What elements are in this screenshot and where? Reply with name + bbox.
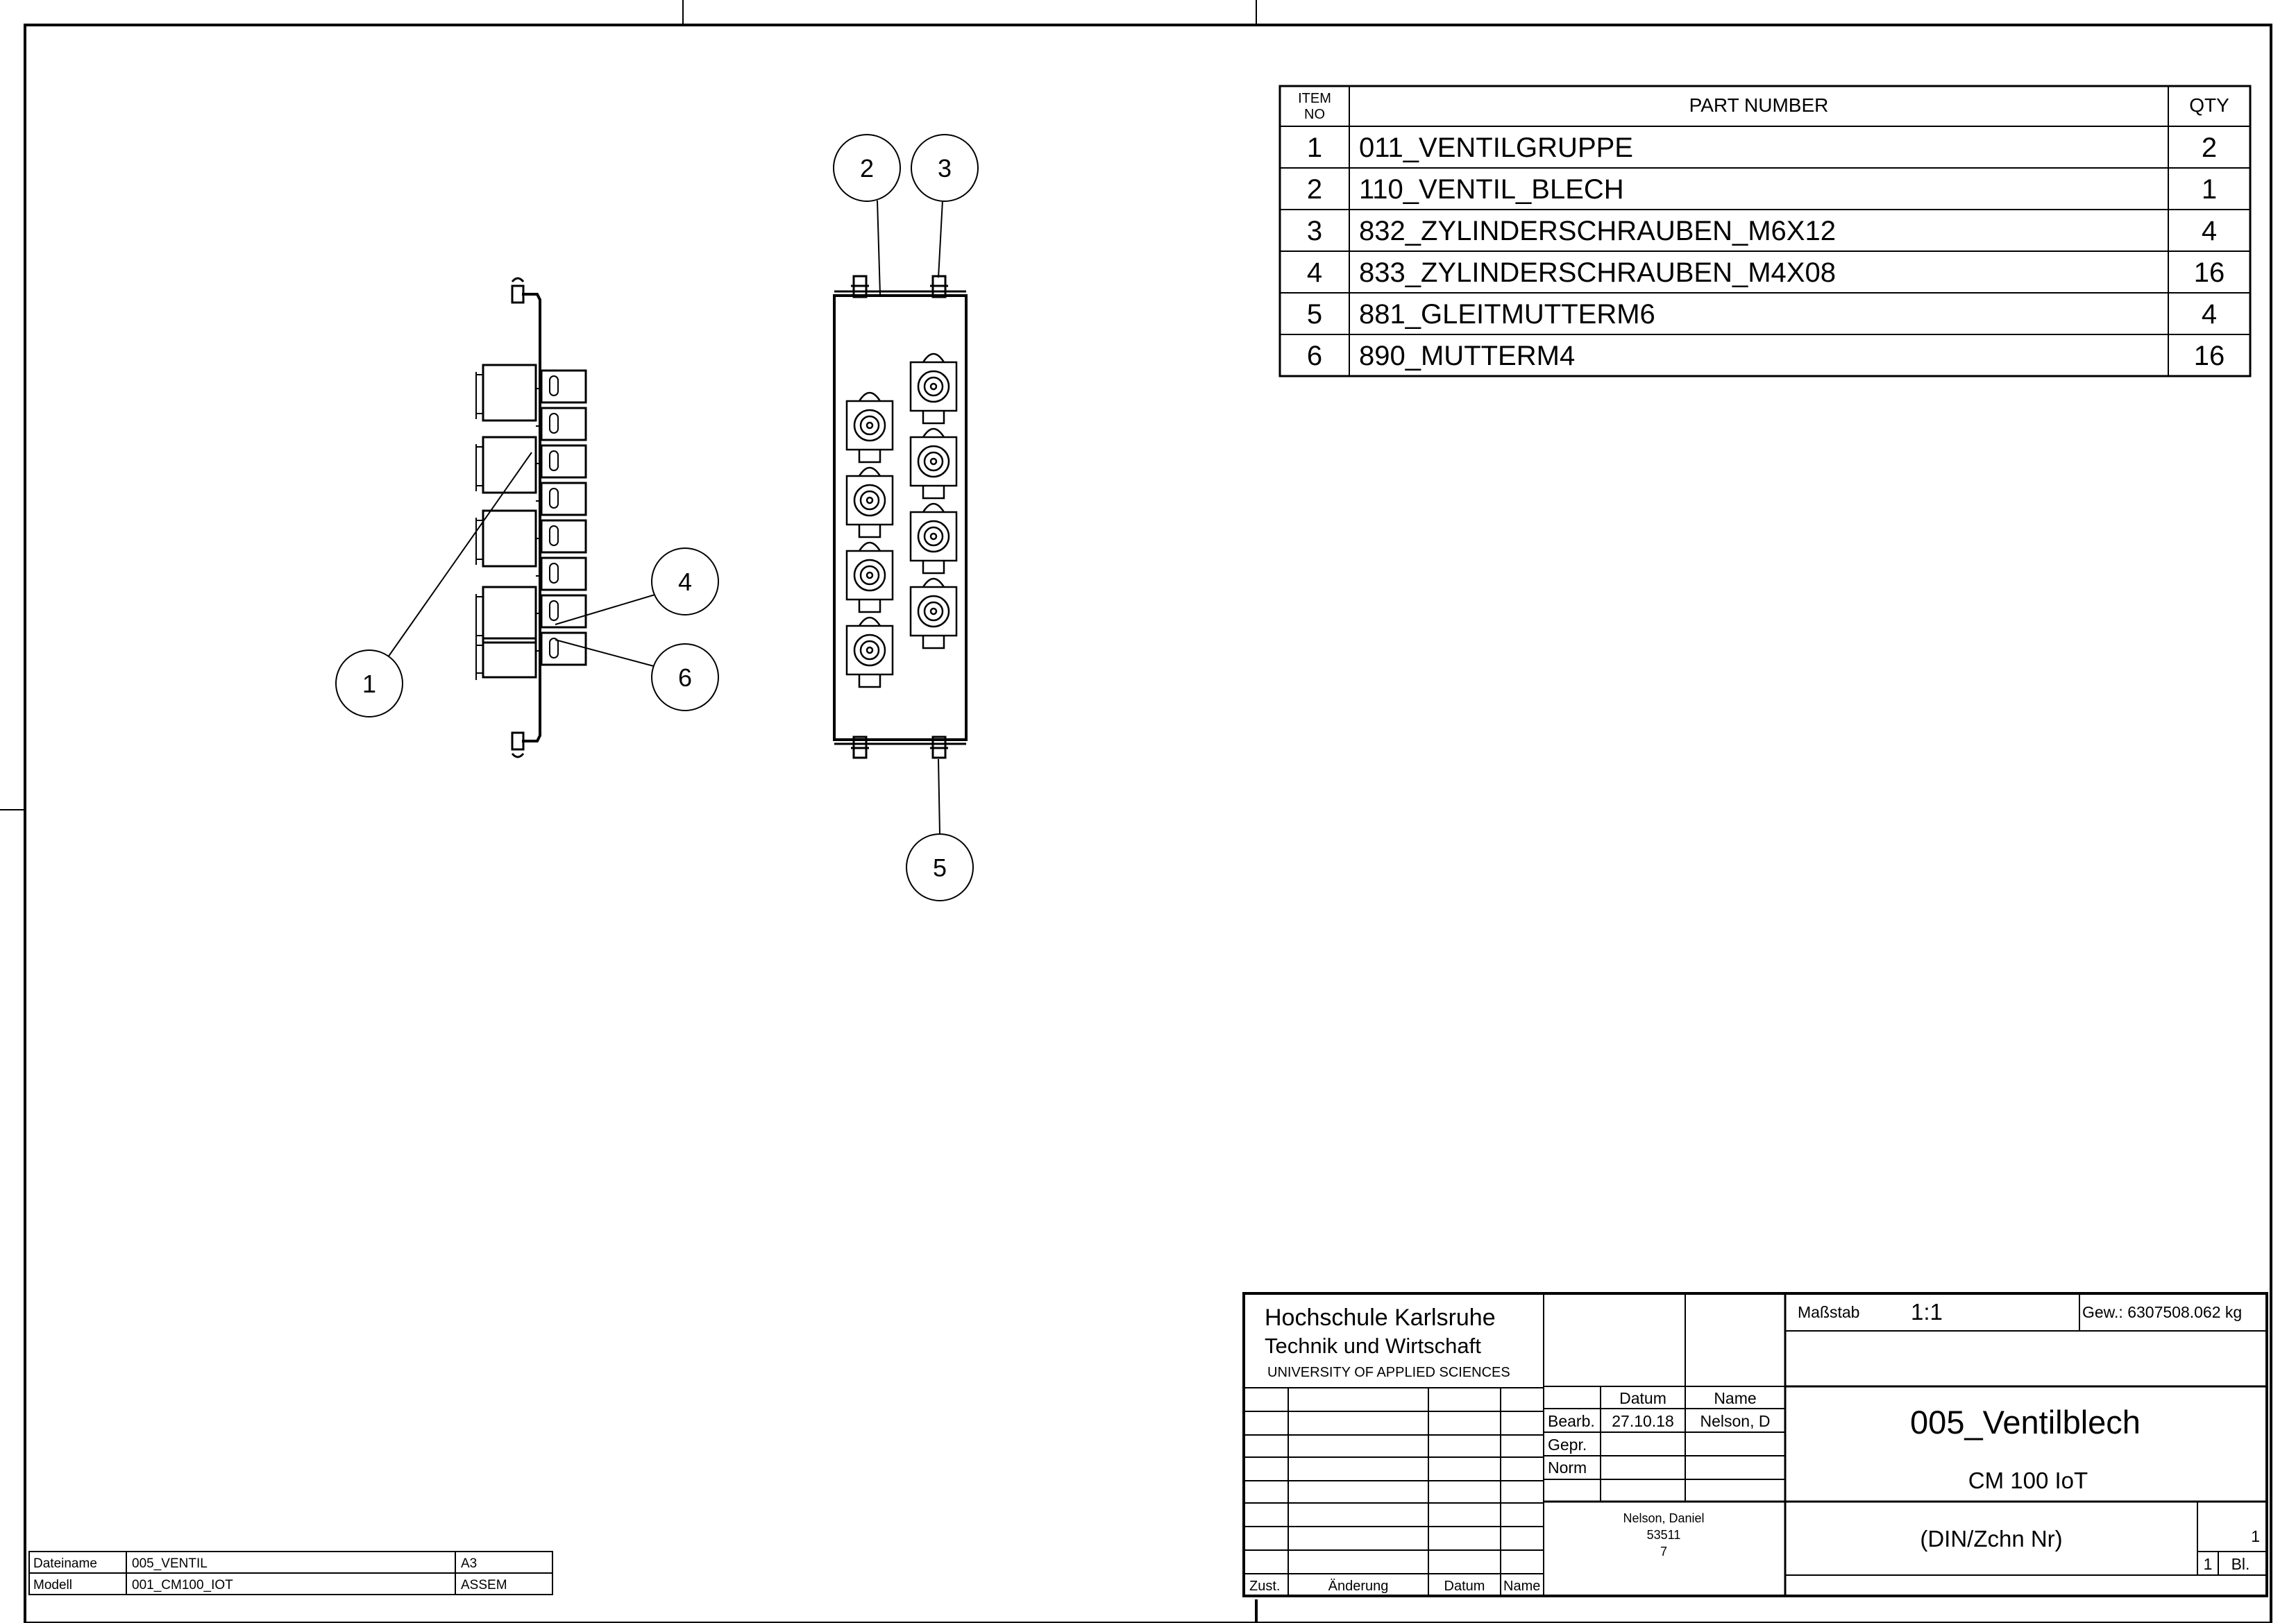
modell-label: Modell xyxy=(33,1578,72,1592)
col-datum-label: Datum xyxy=(1619,1389,1666,1407)
bom-row-1-qty: 2 xyxy=(2202,133,2217,163)
bom-row-6-item: 6 xyxy=(1307,341,1322,371)
bom-row-3-item: 3 xyxy=(1307,216,1322,246)
author-line3: 7 xyxy=(1660,1545,1667,1558)
massstab-label: Maßstab xyxy=(1798,1303,1859,1321)
bom-row-4-qty: 16 xyxy=(2194,257,2225,288)
balloon-4: 4 xyxy=(651,547,719,615)
balloon-6-label: 6 xyxy=(678,663,692,692)
format-value: A3 xyxy=(461,1556,477,1571)
bom-table: ITEM NO PART NUMBER QTY 1 011_VENTILGRUP… xyxy=(1278,85,2252,377)
bom-row-5-item: 5 xyxy=(1307,299,1322,330)
balloon-5: 5 xyxy=(906,833,974,901)
school-name-line2: Technik und Wirtschaft xyxy=(1265,1334,1481,1358)
bom-row-4-part: 833_ZYLINDERSCHRAUBEN_M4X08 xyxy=(1359,257,1836,288)
bom-row-1-part: 011_VENTILGRUPPE xyxy=(1359,133,1633,163)
author-line2: 53511 xyxy=(1647,1528,1681,1542)
norm-label: Norm xyxy=(1548,1459,1587,1477)
bom-header-item-no-line1: ITEM xyxy=(1298,91,1331,106)
bom-row-1-item: 1 xyxy=(1307,133,1322,163)
bom-row-6-part: 890_MUTTERM4 xyxy=(1359,341,1575,371)
balloon-leaders xyxy=(387,200,943,835)
modell-value: 001_CM100_IOT xyxy=(132,1578,233,1592)
bom-row-3-qty: 4 xyxy=(2202,216,2217,246)
sheet-number: 1 xyxy=(2251,1527,2260,1545)
front-view xyxy=(833,275,968,759)
bom-row-5-part: 881_GLEITMUTTERM6 xyxy=(1359,299,1655,330)
bom-row-2-item: 2 xyxy=(1307,174,1322,205)
dateiname-label: Dateiname xyxy=(33,1556,97,1571)
bom-row-4-item: 4 xyxy=(1307,257,1322,288)
sheet-count: 1 xyxy=(2204,1555,2213,1573)
balloon-1: 1 xyxy=(335,649,403,717)
bom-row-2-part: 110_VENTIL_BLECH xyxy=(1359,174,1624,205)
massstab-value: 1:1 xyxy=(1911,1299,1943,1325)
col-name-label: Name xyxy=(1714,1389,1756,1407)
balloon-3-label: 3 xyxy=(938,154,952,182)
bom-row-5-qty: 4 xyxy=(2202,299,2217,330)
bearb-name: Nelson, D xyxy=(1700,1412,1771,1430)
type-value: ASSEM xyxy=(461,1578,507,1592)
project-name: CM 100 IoT xyxy=(1968,1468,2088,1493)
balloon-1-label: 1 xyxy=(362,670,376,698)
file-info-box: Dateiname 005_VENTIL A3 Modell 001_CM100… xyxy=(28,1551,553,1595)
author-line1: Nelson, Daniel xyxy=(1623,1511,1704,1525)
title-block: Hochschule Karlsruhe Technik und Wirtsch… xyxy=(1242,1292,2268,1597)
bom-header-qty: QTY xyxy=(2189,94,2229,116)
side-view xyxy=(475,277,587,758)
bom-header-part-number: PART NUMBER xyxy=(1689,94,1829,116)
balloon-2-label: 2 xyxy=(860,154,874,182)
balloon-6: 6 xyxy=(651,643,719,711)
school-name-line1: Hochschule Karlsruhe xyxy=(1265,1305,1496,1331)
drawing-title: 005_Ventilblech xyxy=(1910,1404,2141,1441)
balloon-5-label: 5 xyxy=(933,853,947,882)
weight-value: Gew.: 6307508.062 kg xyxy=(2082,1303,2242,1321)
bom-row-2-qty: 1 xyxy=(2202,174,2217,205)
bom-row-6-qty: 16 xyxy=(2194,341,2225,371)
bom-header-item-no-line2: NO xyxy=(1304,107,1325,122)
dateiname-value: 005_VENTIL xyxy=(132,1556,208,1571)
balloon-4-label: 4 xyxy=(678,568,692,596)
school-name-line3: UNIVERSITY OF APPLIED SCIENCES xyxy=(1267,1365,1510,1380)
sheet-label: Bl. xyxy=(2231,1555,2250,1573)
bearb-date: 27.10.18 xyxy=(1612,1412,1674,1430)
balloon-3: 3 xyxy=(911,134,979,202)
rev-datum-label: Datum xyxy=(1444,1579,1485,1594)
bearb-label: Bearb. xyxy=(1548,1412,1595,1430)
bom-row-3-part: 832_ZYLINDERSCHRAUBEN_M6X12 xyxy=(1359,216,1836,246)
rev-name-label: Name xyxy=(1503,1579,1540,1594)
balloon-2: 2 xyxy=(833,134,901,202)
rev-zust-label: Zust. xyxy=(1249,1579,1280,1594)
gepr-label: Gepr. xyxy=(1548,1436,1587,1454)
rev-aenderung-label: Änderung xyxy=(1328,1579,1389,1594)
drawing-number: (DIN/Zchn Nr) xyxy=(1920,1526,2062,1552)
